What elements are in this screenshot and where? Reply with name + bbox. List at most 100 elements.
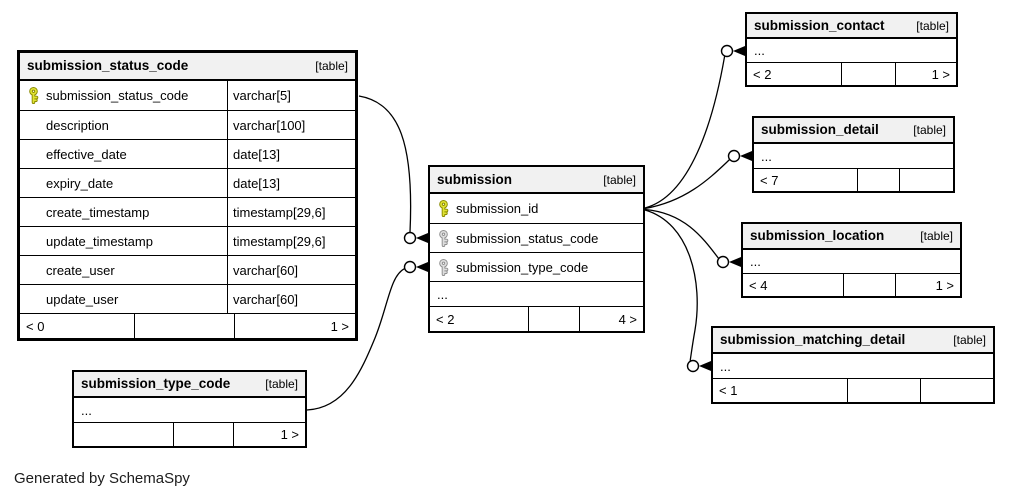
edge-submission-to-detail xyxy=(644,158,731,210)
column-name: submission_id xyxy=(456,201,539,216)
footer-mid-cell xyxy=(527,307,579,331)
table-node-submission-matching-detail[interactable]: submission_matching_detail [table] ... <… xyxy=(711,326,995,404)
footer-left-count: < 7 xyxy=(760,172,779,188)
table-footer: < 2 4 > xyxy=(430,306,643,331)
edge-typecode-to-submission xyxy=(306,268,405,411)
footer-left-count xyxy=(74,423,173,446)
column-row: description varchar[100] xyxy=(20,110,355,139)
table-header: submission_location [table] xyxy=(743,224,960,250)
column-name: submission_status_code xyxy=(46,88,189,103)
hidden-columns-ellipsis: ... xyxy=(430,281,643,306)
table-tag: [table] xyxy=(265,377,298,391)
edge-submission-to-contact xyxy=(644,56,726,209)
column-type: timestamp[29,6] xyxy=(227,227,355,255)
table-footer: < 2 1 > xyxy=(747,62,956,85)
footer-mid-cell xyxy=(133,314,235,338)
table-node-submission[interactable]: submission [table] submission_id submiss… xyxy=(428,165,645,333)
table-title[interactable]: submission_status_code xyxy=(27,58,189,74)
arrowhead xyxy=(740,151,752,161)
column-row: update_user varchar[60] xyxy=(20,284,355,313)
footer-right-count: 1 > xyxy=(234,314,355,338)
column-type: varchar[60] xyxy=(227,285,355,313)
zero-or-one-dot xyxy=(403,260,417,274)
table-title[interactable]: submission_detail xyxy=(761,122,879,138)
column-row: expiry_date date[13] xyxy=(20,168,355,197)
edge-submission-to-matching xyxy=(644,209,698,361)
footer-left-count: < 4 xyxy=(749,277,768,293)
table-header: submission [table] xyxy=(430,167,643,194)
column-type: date[13] xyxy=(227,169,355,197)
table-footer: < 4 1 > xyxy=(743,273,960,296)
table-title[interactable]: submission_matching_detail xyxy=(720,332,906,348)
generator-caption: Generated by SchemaSpy xyxy=(14,470,190,487)
footer-mid-cell xyxy=(847,379,920,402)
table-node-submission-location[interactable]: submission_location [table] ... < 4 1 > xyxy=(741,222,962,298)
footer-right-count: 4 > xyxy=(579,307,643,331)
column-name: effective_date xyxy=(46,146,127,162)
footer-right-count: 1 > xyxy=(894,274,960,296)
arrowhead xyxy=(729,257,741,267)
table-footer: < 1 xyxy=(713,378,993,402)
table-footer: < 7 xyxy=(754,168,953,191)
column-name: description xyxy=(46,117,109,133)
footer-right-count xyxy=(899,169,953,191)
edge-status-to-submission xyxy=(358,95,412,233)
column-row: create_timestamp timestamp[29,6] xyxy=(20,197,355,226)
column-type: varchar[100] xyxy=(227,111,355,139)
column-name: submission_status_code xyxy=(456,230,599,246)
footer-left-count: < 2 xyxy=(436,311,455,327)
footer-right-count xyxy=(920,379,993,402)
table-node-submission-type-code[interactable]: submission_type_code [table] ... 1 > xyxy=(72,370,307,448)
footer-mid-cell xyxy=(173,423,233,446)
table-header: submission_detail [table] xyxy=(754,118,953,144)
column-row: effective_date date[13] xyxy=(20,139,355,168)
footer-left-count: < 2 xyxy=(753,66,772,82)
zero-or-one-dot xyxy=(686,359,700,373)
zero-or-one-dot xyxy=(727,149,741,163)
column-row: update_timestamp timestamp[29,6] xyxy=(20,226,355,255)
foreign-key-icon xyxy=(438,258,448,276)
column-type: varchar[60] xyxy=(227,256,355,284)
hidden-columns-ellipsis: ... xyxy=(720,358,731,374)
table-footer: < 0 1 > xyxy=(20,313,355,338)
zero-or-one-dot xyxy=(403,231,417,245)
primary-key-icon xyxy=(28,87,38,104)
arrowhead xyxy=(416,262,428,272)
table-title[interactable]: submission xyxy=(437,171,513,187)
hidden-columns-ellipsis: ... xyxy=(81,402,92,418)
table-tag: [table] xyxy=(920,229,953,243)
table-header: submission_type_code [table] xyxy=(74,372,305,398)
table-title[interactable]: submission_type_code xyxy=(81,376,231,392)
zero-or-one-dot xyxy=(716,255,730,269)
footer-mid-cell xyxy=(857,169,899,191)
column-type: date[13] xyxy=(227,140,355,168)
arrowhead xyxy=(699,361,711,371)
table-title[interactable]: submission_location xyxy=(750,228,885,244)
column-row: submission_type_code xyxy=(430,252,643,281)
hidden-columns-ellipsis: ... xyxy=(761,148,772,164)
foreign-key-icon xyxy=(438,229,448,247)
table-title[interactable]: submission_contact xyxy=(754,17,885,33)
table-node-submission-contact[interactable]: submission_contact [table] ... < 2 1 > xyxy=(745,12,958,87)
column-name: submission_type_code xyxy=(456,259,589,275)
table-node-submission-status-code[interactable]: submission_status_code [table] submissio… xyxy=(17,50,358,341)
table-node-submission-detail[interactable]: submission_detail [table] ... < 7 xyxy=(752,116,955,193)
column-name: expiry_date xyxy=(46,175,114,191)
table-tag: [table] xyxy=(953,333,986,347)
table-tag: [table] xyxy=(916,18,949,33)
table-header: submission_contact [table] xyxy=(747,14,956,39)
column-row: submission_status_code varchar[5] xyxy=(20,81,355,110)
primary-key-icon xyxy=(438,200,448,217)
arrowhead xyxy=(733,46,745,56)
column-row: submission_id xyxy=(430,194,643,223)
column-type: timestamp[29,6] xyxy=(227,198,355,226)
footer-right-count: 1 > xyxy=(895,63,956,85)
column-name: create_timestamp xyxy=(46,204,150,220)
table-tag: [table] xyxy=(603,172,636,187)
column-type: varchar[5] xyxy=(227,81,355,110)
table-header: submission_status_code [table] xyxy=(20,53,355,81)
footer-right-count: 1 > xyxy=(233,423,305,446)
column-row: submission_status_code xyxy=(430,223,643,252)
